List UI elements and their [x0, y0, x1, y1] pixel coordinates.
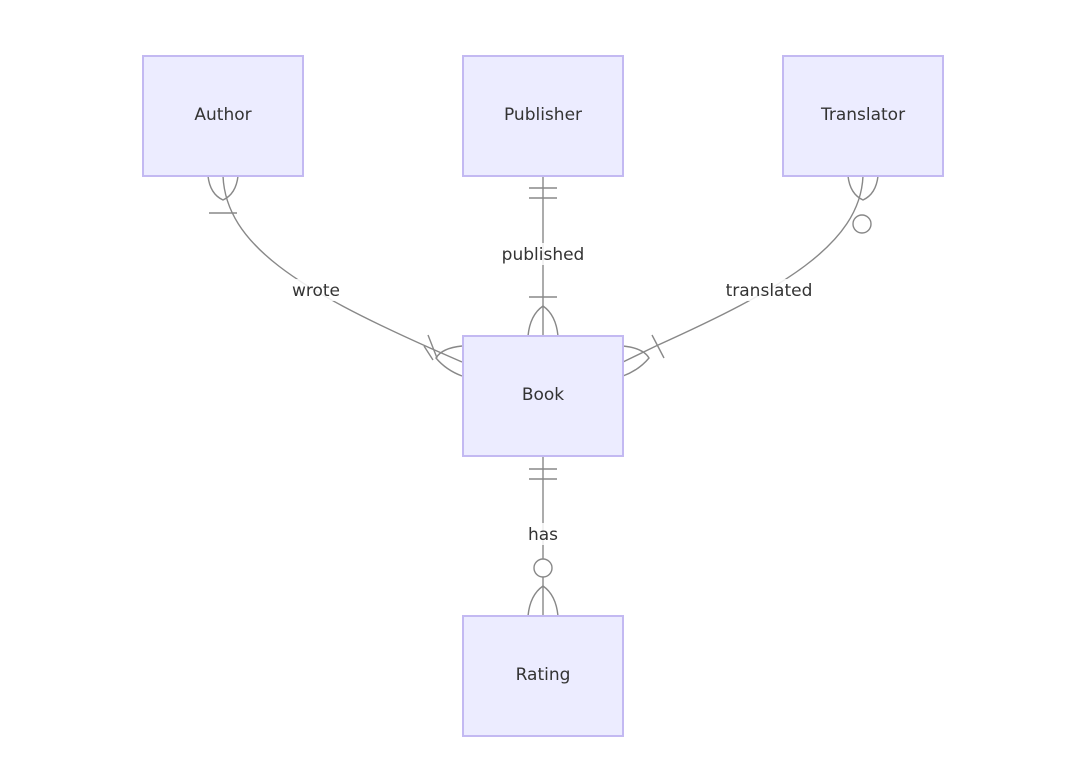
- entity-label-book: Book: [522, 385, 564, 405]
- relationship-wrote: wrote: [288, 279, 344, 301]
- marker-translator-zero-or-more: [847, 175, 879, 234]
- marker-rating-zero-or-more: [527, 558, 559, 617]
- marker-author-one-or-more: [207, 175, 239, 214]
- entity-publisher[interactable]: Publisher: [462, 55, 624, 177]
- entity-label-rating: Rating: [516, 665, 571, 685]
- relationship-label-has: has: [528, 525, 558, 545]
- relationship-has: has: [525, 523, 561, 545]
- entity-book[interactable]: Book: [462, 335, 624, 457]
- relationship-label-published: published: [502, 245, 585, 265]
- marker-book-left-one-or-more: [423, 334, 463, 377]
- entity-rating[interactable]: Rating: [462, 615, 624, 737]
- relationship-label-wrote: wrote: [292, 281, 340, 301]
- marker-book-top-one-or-more: [527, 296, 559, 337]
- marker-book-bottom-exactly-one: [529, 468, 557, 480]
- entity-author[interactable]: Author: [142, 55, 304, 177]
- relationship-label-translated: translated: [726, 281, 813, 301]
- entity-label-author: Author: [194, 105, 251, 125]
- edge-author-book: [222, 175, 463, 363]
- entity-label-publisher: Publisher: [504, 105, 582, 125]
- entity-label-translator: Translator: [820, 105, 905, 125]
- marker-publisher-exactly-one: [529, 187, 557, 199]
- edge-translator-book: [622, 175, 864, 363]
- marker-book-right-one-or-more: [622, 334, 665, 377]
- entity-translator[interactable]: Translator: [782, 55, 944, 177]
- relationship-published: published: [498, 243, 588, 265]
- relationship-translated: translated: [722, 279, 816, 301]
